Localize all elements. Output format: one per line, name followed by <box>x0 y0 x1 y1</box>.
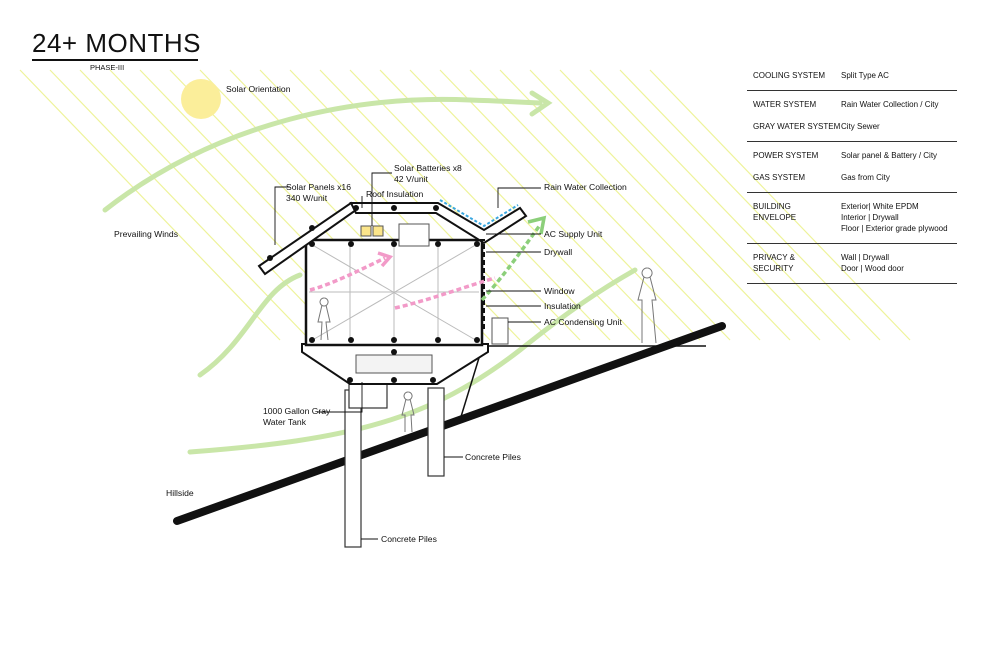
spec-row: GAS SYSTEM Gas from City <box>747 172 957 183</box>
label-concrete-piles-right: Concrete Piles <box>465 452 521 462</box>
label-gray-water-tank-1: 1000 Gallon Gray <box>263 406 331 416</box>
pink-airflow-lower <box>394 276 496 310</box>
pink-airflow-upper <box>309 256 386 292</box>
spec-row: COOLING SYSTEM Split Type AC <box>747 70 957 81</box>
rain-water-channel <box>439 199 519 228</box>
people <box>317 267 657 433</box>
sun-ray <box>499 69 761 341</box>
wind-arrow-bottom <box>187 267 638 455</box>
pink-airflow-upper-head <box>377 251 394 268</box>
spec-value: Gas from City <box>841 173 890 182</box>
spec-key: WATER SYSTEM <box>753 100 817 109</box>
sun-ray <box>79 69 341 341</box>
spec-group: BUILDING ENVELOPE Exterior| White EPDM In… <box>747 193 957 244</box>
green-airflow <box>480 223 542 302</box>
spec-row: PRIVACY & SECURITY Wall | Drywall Door | … <box>747 252 957 274</box>
sun-ray <box>349 69 611 341</box>
spec-key: GAS SYSTEM <box>753 173 806 182</box>
label-solar-panels-rate: 340 W/unit <box>286 193 328 203</box>
spec-value: Solar panel & Battery / City <box>841 151 938 160</box>
spec-value: Exterior| White EPDM Interior | Drywall … <box>841 202 948 233</box>
ac-condensing-unit <box>491 317 509 345</box>
phase-label: PHASE-III <box>90 63 125 72</box>
person-inside <box>317 297 331 341</box>
spec-key: PRIVACY & SECURITY <box>753 253 795 273</box>
person-right <box>637 267 657 344</box>
label-insulation: Insulation <box>544 301 581 311</box>
spec-key: POWER SYSTEM <box>753 151 819 160</box>
label-solar-batteries-rate: 42 V/unit <box>394 174 428 184</box>
spec-value: Rain Water Collection / City <box>841 100 939 109</box>
pile-left <box>344 389 362 548</box>
page-title: 24+ MONTHS <box>32 28 201 58</box>
label-roof-insulation: Roof Insulation <box>366 189 424 199</box>
pile-right <box>427 387 445 477</box>
support-brace <box>459 347 483 421</box>
spec-group: COOLING SYSTEM Split Type AC <box>747 62 957 91</box>
sun-ray <box>469 69 731 341</box>
sun-icon <box>181 79 221 119</box>
wind-arrow-top-head <box>529 90 553 117</box>
sun-ray <box>439 69 701 341</box>
spec-group: WATER SYSTEM Rain Water Collection / City… <box>747 91 957 142</box>
ac-supply-unit <box>398 223 430 247</box>
spec-value: Wall | Drywall Door | Wood door <box>841 253 904 273</box>
spec-group: POWER SYSTEM Solar panel & Battery / City… <box>747 142 957 193</box>
leader-lines <box>274 172 541 540</box>
spec-row: POWER SYSTEM Solar panel & Battery / City <box>747 150 957 161</box>
structural-nodes <box>267 205 480 383</box>
label-ac-condensing-unit: AC Condensing Unit <box>544 317 622 327</box>
spec-value: City Sewer <box>841 122 880 131</box>
label-concrete-piles-bottom: Concrete Piles <box>381 534 437 544</box>
sun-ray <box>19 69 281 341</box>
spec-key: BUILDING ENVELOPE <box>753 202 797 222</box>
spec-row: WATER SYSTEM Rain Water Collection / City <box>747 99 957 110</box>
battery-2 <box>372 225 384 237</box>
label-rain-water-collection: Rain Water Collection <box>544 182 627 192</box>
spec-row: BUILDING ENVELOPE Exterior| White EPDM In… <box>747 201 957 234</box>
sun-ray <box>589 69 851 341</box>
structural-grid <box>308 242 480 343</box>
sun-ray <box>559 69 821 341</box>
specification-table: COOLING SYSTEM Split Type AC WATER SYSTEM R… <box>747 62 957 284</box>
spec-value: Split Type AC <box>841 71 889 80</box>
label-solar-batteries: Solar Batteries x8 <box>394 163 462 173</box>
label-hillside: Hillside <box>166 488 194 498</box>
label-solar-panels: Solar Panels x16 <box>286 182 351 192</box>
wind-arrow-mid <box>197 272 303 378</box>
sun-ray <box>529 69 791 341</box>
label-ac-supply-unit: AC Supply Unit <box>544 229 603 239</box>
title-underline <box>32 59 198 61</box>
spec-key: COOLING SYSTEM <box>753 71 826 80</box>
green-airflow-head <box>527 215 547 235</box>
battery-1 <box>360 225 372 237</box>
label-solar-orientation: Solar Orientation <box>226 84 291 94</box>
gray-water-tank <box>355 354 433 374</box>
roof-main <box>349 202 528 245</box>
wind-arrow-top <box>102 96 543 213</box>
label-drywall: Drywall <box>544 247 573 257</box>
piles <box>344 377 445 548</box>
sun-ray <box>619 69 881 341</box>
sun-ray <box>649 69 911 341</box>
wind-arrows <box>102 90 638 455</box>
label-gray-water-tank-2: Water Tank <box>263 417 306 427</box>
hillside-line <box>173 322 726 525</box>
sun-ray <box>49 69 311 341</box>
spec-group: PRIVACY & SECURITY Wall | Drywall Door | … <box>747 244 957 284</box>
label-prevailing-winds: Prevailing Winds <box>114 229 178 239</box>
spec-key: GRAY WATER SYSTEM <box>753 122 841 131</box>
person-under <box>401 391 415 433</box>
sun-ray <box>409 69 671 341</box>
label-window: Window <box>544 286 575 296</box>
